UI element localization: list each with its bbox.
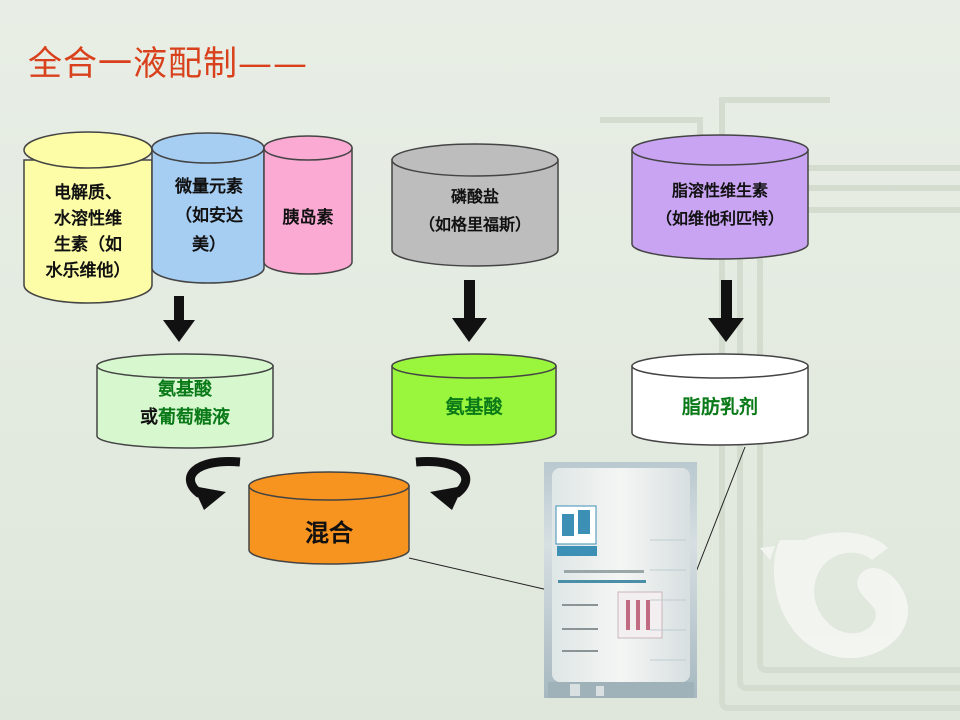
label-fat-emulsion: 脂肪乳剂: [681, 395, 758, 418]
connector-line-mix: [408, 557, 549, 591]
down-arrow-center: [452, 280, 487, 342]
label-insulin: 胰岛素: [282, 207, 334, 228]
label-amino-or-glucose: 氨基酸 或葡萄糖液: [100, 376, 270, 432]
cylinder-fat-emulsion: [631, 353, 809, 446]
cylinder-insulin: [263, 135, 353, 275]
dragon-seal-decoration: [760, 532, 909, 659]
down-arrow-left: [163, 296, 195, 342]
slide-title: 全合一液配制——: [28, 44, 308, 84]
label-or: 或: [140, 407, 158, 428]
connector-line-fat: [695, 446, 746, 573]
label-fat-soluble-vitamin: 脂溶性维生素 （如维他利匹特）: [655, 181, 784, 228]
cylinder-amino-or-glucose: [96, 353, 274, 449]
label-amino-acid: 氨基酸: [445, 395, 503, 418]
label-glucose: 葡萄糖液: [158, 407, 230, 428]
cylinder-phosphate: [391, 143, 559, 267]
label-phosphate: 磷酸盐 （如格里福斯）: [418, 187, 531, 234]
label-mix: 混合: [305, 518, 353, 547]
cylinder-trace-elements: [151, 132, 265, 284]
label-trace-elements: 微量元素 （如安达 美）: [175, 176, 243, 255]
label-electrolyte: 电解质、 水溶性维 生素（如 水乐维他）: [45, 183, 131, 281]
cylinder-mix: [248, 471, 410, 565]
down-arrow-right: [708, 280, 744, 342]
label-amino-line: 氨基酸: [158, 379, 212, 400]
cylinder-electrolyte: [23, 131, 153, 304]
cylinder-fat-soluble-vitamin: [631, 134, 809, 260]
infusion-bag-photo: [544, 462, 697, 698]
curved-arrow-right: [415, 456, 471, 510]
curved-arrow-left: [186, 456, 241, 510]
cylinder-amino-acid: [391, 353, 557, 446]
